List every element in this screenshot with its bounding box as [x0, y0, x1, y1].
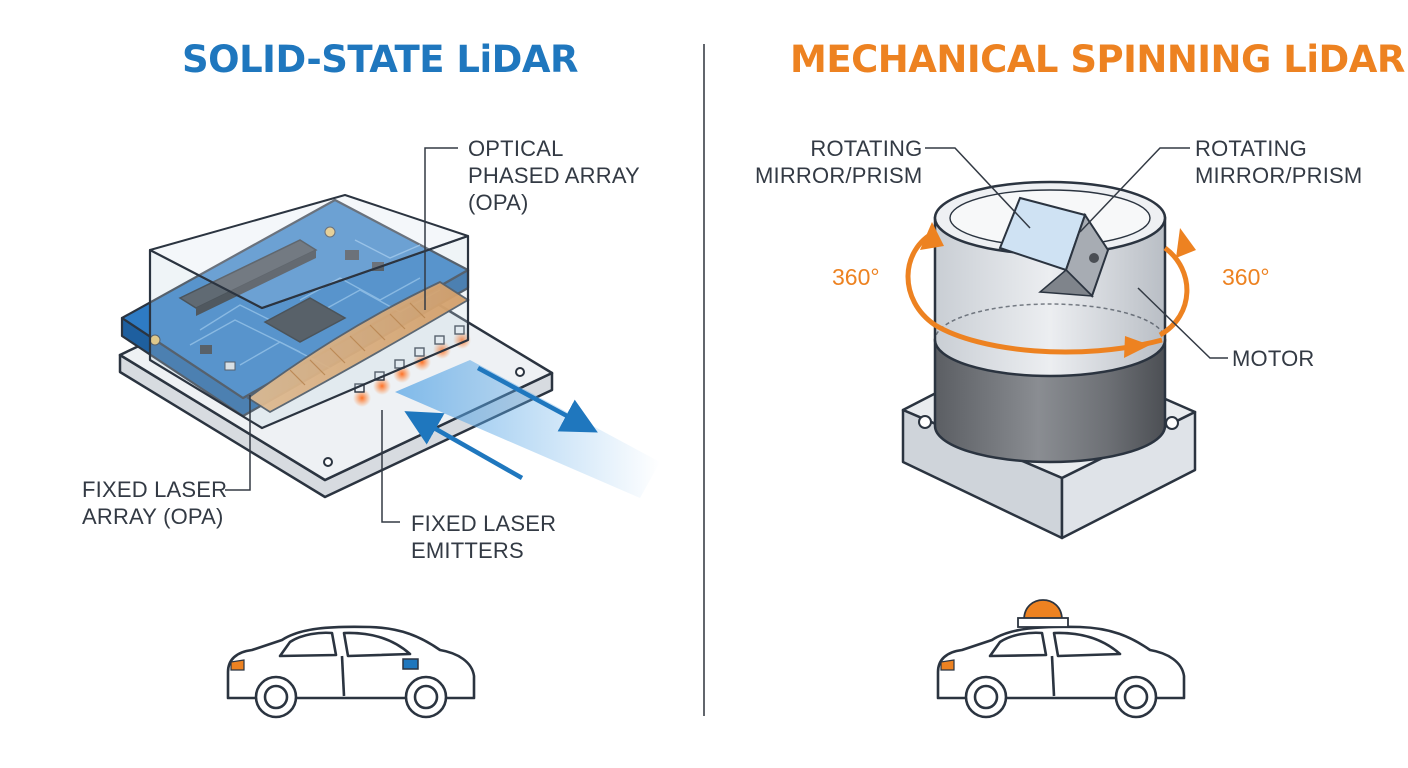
laser-beam: [395, 360, 660, 498]
label-line: EMITTERS: [411, 538, 524, 563]
label-line: OPTICAL: [468, 136, 564, 161]
label-optical-phased-array: OPTICAL PHASED ARRAY (OPA): [468, 135, 640, 216]
car-left: [226, 625, 476, 719]
mechanical-device: [901, 180, 1197, 540]
label-motor: MOTOR: [1232, 346, 1315, 371]
mechanical-title: MECHANICAL SPINNING LiDAR: [790, 38, 1405, 81]
label-line: ROTATING: [1195, 136, 1307, 161]
car-left-sensor-icon: [402, 658, 419, 670]
label-line: ARRAY (OPA): [82, 504, 224, 529]
solid-state-title: SOLID-STATE LiDAR: [182, 38, 578, 81]
label-rotating-mirror-left: ROTATING MIRROR/PRISM: [755, 135, 922, 189]
label-line: FIXED LASER: [82, 477, 228, 502]
car-right-roof-lidar-icon: [1023, 599, 1063, 621]
label-rotating-mirror-right: ROTATING MIRROR/PRISM: [1195, 135, 1362, 189]
solid-state-device: [118, 194, 660, 499]
label-fixed-laser-emitters: FIXED LASER EMITTERS: [411, 510, 556, 564]
beam-arrow-in: [404, 411, 524, 480]
label-line: PHASED ARRAY: [468, 163, 640, 188]
processor-chip: [263, 297, 347, 343]
label-line: ROTATING: [810, 136, 923, 161]
label-line: MIRROR/PRISM: [755, 163, 923, 188]
label-rotation-right: 360°: [1222, 264, 1270, 290]
car-right: [936, 625, 1186, 719]
beam-arrow-out: [476, 366, 598, 433]
label-fixed-laser-array: FIXED LASER ARRAY (OPA): [82, 476, 227, 530]
label-rotation-left: 360°: [832, 264, 880, 290]
label-line: (OPA): [468, 190, 529, 215]
rotation-arrow: [905, 229, 1163, 355]
label-line: MIRROR/PRISM: [1195, 163, 1363, 188]
label-line: FIXED LASER: [411, 511, 557, 536]
